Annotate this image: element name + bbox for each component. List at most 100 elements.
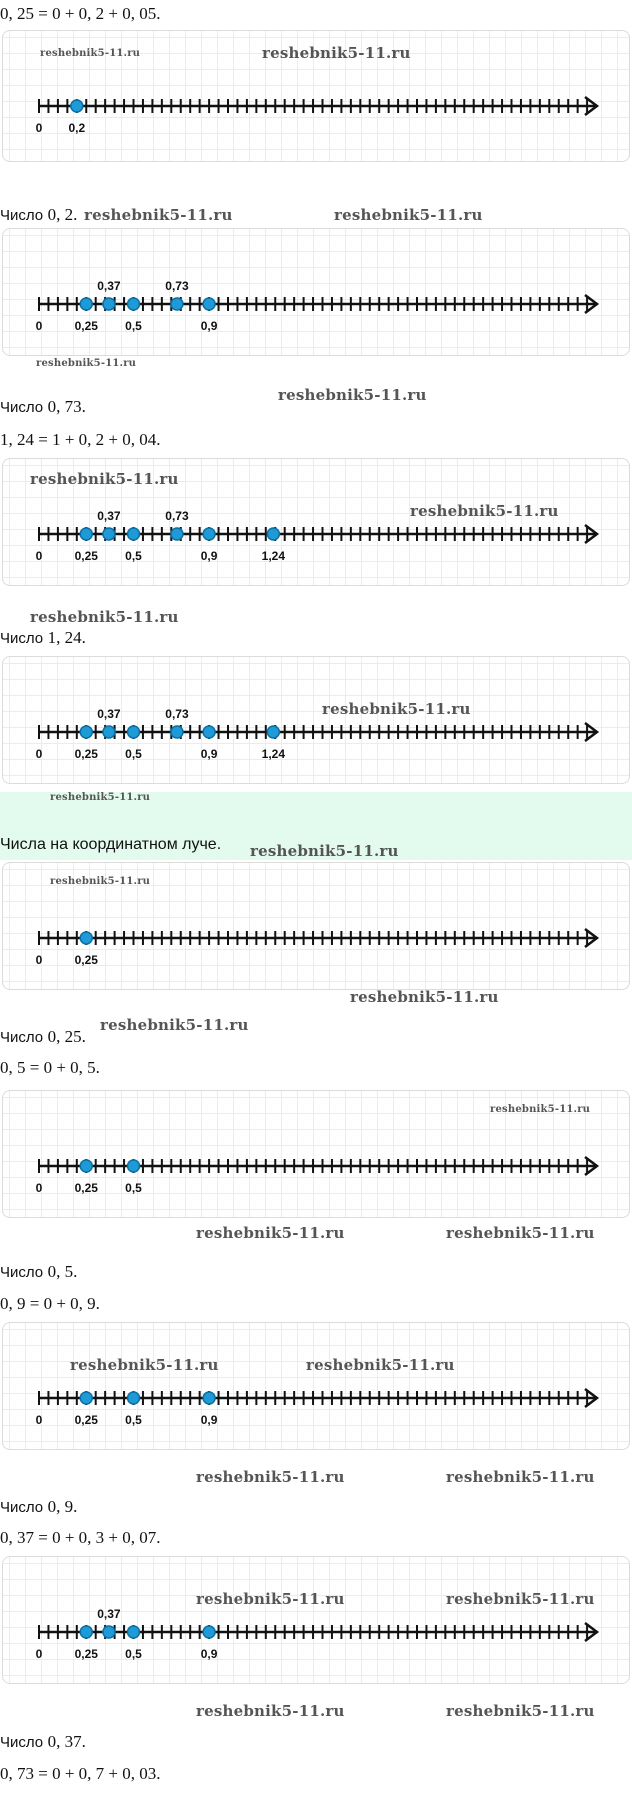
point-label: 0,25 (75, 1181, 99, 1195)
point-marker (202, 1391, 216, 1405)
point-label: 0,37 (97, 707, 121, 721)
point-label: 0,5 (125, 1413, 142, 1427)
answer-0-5: Число 0, 5. (0, 1262, 78, 1281)
watermark: reshebnik5-11.ru (196, 1590, 345, 1608)
point-marker (79, 1625, 93, 1639)
point-label: 0,25 (75, 319, 99, 333)
watermark: reshebnik5-11.ru (410, 502, 559, 520)
axis-arrow (584, 96, 600, 116)
axis-arrow (584, 294, 600, 314)
origin-label: 0 (36, 121, 43, 135)
watermark: reshebnik5-11.ru (36, 358, 137, 369)
point-marker (79, 931, 93, 945)
watermark: reshebnik5-11.ru (250, 842, 399, 860)
point-marker (126, 725, 141, 739)
point-label: 0,25 (75, 747, 99, 761)
axis-arrow (584, 1388, 600, 1408)
watermark: reshebnik5-11.ru (350, 988, 499, 1006)
point-marker (170, 297, 184, 311)
point-marker (126, 1159, 141, 1173)
point-marker (126, 1391, 141, 1405)
equation-0-37: 0, 37 = 0 + 0, 3 + 0, 07. (0, 1528, 161, 1547)
point-marker (202, 297, 216, 311)
point-marker (102, 725, 116, 739)
equation-0-9: 0, 9 = 0 + 0, 9. (0, 1294, 100, 1313)
watermark: reshebnik5-11.ru (334, 206, 483, 224)
point-label: 0,37 (97, 279, 121, 293)
point-label: 0,2 (68, 121, 85, 135)
watermark: reshebnik5-11.ru (196, 1224, 345, 1242)
point-label: 0,25 (75, 1647, 99, 1661)
point-label: 1,24 (262, 747, 286, 761)
point-label: 0,5 (125, 319, 142, 333)
point-marker (102, 527, 116, 541)
watermark: reshebnik5-11.ru (196, 1468, 345, 1486)
watermark: reshebnik5-11.ru (50, 792, 151, 803)
axis-arrow (584, 1622, 600, 1642)
point-marker (170, 527, 184, 541)
watermark: reshebnik5-11.ru (196, 1702, 345, 1720)
point-label: 0,25 (75, 953, 99, 967)
equation-0-25: 0, 25 = 0 + 0, 2 + 0, 05. (0, 4, 161, 23)
answer-0-25: Число 0, 25. (0, 1027, 86, 1046)
origin-label: 0 (36, 319, 43, 333)
point-marker (102, 297, 116, 311)
watermark: reshebnik5-11.ru (446, 1224, 595, 1242)
watermark: reshebnik5-11.ru (490, 1104, 591, 1115)
axis-arrow (584, 1156, 600, 1176)
point-marker (266, 527, 281, 541)
watermark: reshebnik5-11.ru (100, 1016, 249, 1034)
point-marker (79, 1159, 93, 1173)
point-marker (202, 527, 216, 541)
point-marker (79, 527, 93, 541)
axis-arrow (584, 524, 600, 544)
point-label: 0,37 (97, 509, 121, 523)
point-label: 0,73 (165, 509, 189, 523)
point-label: 0,73 (165, 707, 189, 721)
number-line-panel: 0 0,25 0,5 0,9 (2, 1322, 630, 1450)
point-label: 0,9 (201, 549, 218, 563)
watermark: reshebnik5-11.ru (278, 386, 427, 404)
watermark: reshebnik5-11.ru (446, 1468, 595, 1486)
watermark: reshebnik5-11.ru (30, 608, 179, 626)
point-label: 0,25 (75, 549, 99, 563)
watermark: reshebnik5-11.ru (84, 206, 233, 224)
watermark: reshebnik5-11.ru (262, 44, 411, 62)
point-marker (79, 725, 93, 739)
answer-0-37: Число 0, 37. (0, 1732, 86, 1751)
answer-0-2: Число 0, 2. (0, 205, 78, 224)
number-line: 0 0,25 0,5 0,9 (36, 1388, 600, 1427)
point-label: 0,9 (201, 1647, 218, 1661)
point-label: 1,24 (262, 549, 286, 563)
watermark: reshebnik5-11.ru (306, 1356, 455, 1374)
point-marker (266, 725, 281, 739)
origin-label: 0 (36, 1413, 43, 1427)
equation-0-73: 0, 73 = 0 + 0, 7 + 0, 03. (0, 1764, 161, 1783)
point-label: 0,9 (201, 1413, 218, 1427)
point-label: 0,25 (75, 1413, 99, 1427)
point-marker (70, 99, 84, 113)
section-title: Числа на координатном луче. (0, 836, 222, 853)
point-label: 0,37 (97, 1607, 121, 1621)
equation-0-5: 0, 5 = 0 + 0, 5. (0, 1058, 100, 1077)
watermark: reshebnik5-11.ru (322, 700, 471, 718)
point-marker (79, 297, 93, 311)
point-label: 0,5 (125, 1647, 142, 1661)
watermark: reshebnik5-11.ru (30, 470, 179, 488)
section-band (0, 792, 632, 860)
answer-0-73: Число 0, 73. (0, 397, 86, 416)
origin-label: 0 (36, 953, 43, 967)
answer-0-9: Число 0, 9. (0, 1497, 78, 1516)
point-label: 0,9 (201, 319, 218, 333)
